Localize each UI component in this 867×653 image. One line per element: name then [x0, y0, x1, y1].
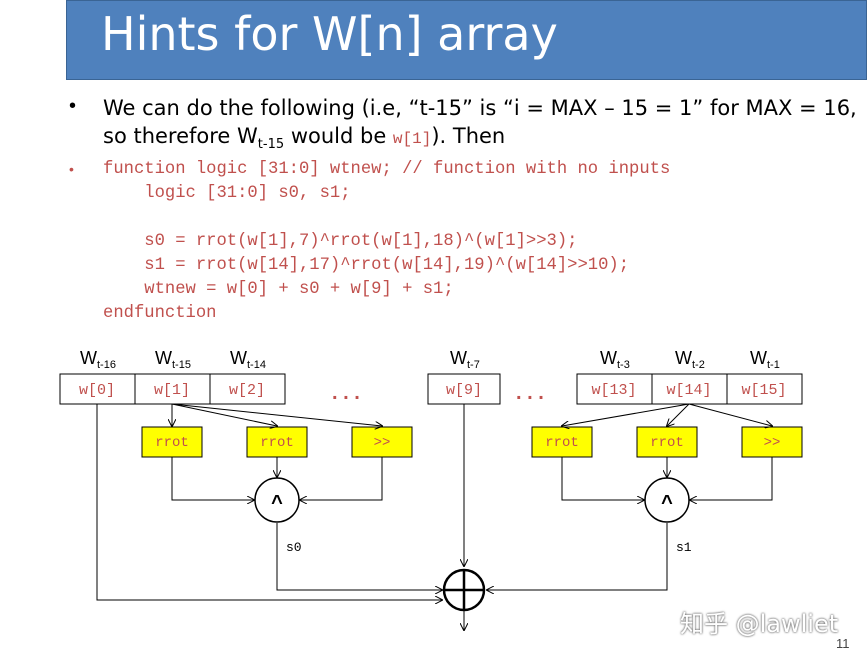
- cell-text-w15: w[15]: [741, 382, 786, 399]
- op-text: rrot: [260, 435, 294, 451]
- xor-circle-left: [254, 477, 300, 523]
- cell-w15: [726, 373, 803, 405]
- code-line: s1 = rrot(w[14],17)^rrot(w[14],19)^(w[14…: [103, 256, 630, 275]
- op-box-rrot-right-2: [636, 426, 698, 458]
- op-text: >>: [764, 435, 781, 451]
- slide-title: Hints for W[n] array: [101, 7, 558, 61]
- code-line: s0 = rrot(w[1],7)^rrot(w[1],18)^(w[1]>>3…: [103, 232, 578, 251]
- op-text: rrot: [545, 435, 579, 451]
- bullet-line2-post: ). Then: [431, 124, 506, 148]
- cell-w1: [134, 373, 211, 405]
- bullet-dot: •: [69, 95, 77, 117]
- cell-w9: [427, 373, 501, 405]
- cell-text-w13: w[13]: [591, 382, 636, 399]
- op-text: rrot: [155, 435, 189, 451]
- op-text: rrot: [650, 435, 684, 451]
- w-label-t2: Wt-2: [675, 348, 705, 371]
- code-line: logic [31:0] s0, s1;: [103, 184, 351, 203]
- code-block: function logic [31:0] wtnew; // function…: [103, 158, 670, 326]
- s0-label: s0: [286, 540, 302, 555]
- bullet-line2-pre: so therefore W: [103, 124, 258, 148]
- code-line: function logic [31:0] wtnew; // function…: [103, 160, 671, 179]
- cell-w13: [576, 373, 653, 405]
- w-label-t15: Wt-15: [155, 348, 191, 371]
- w-label-t7: Wt-7: [450, 348, 480, 371]
- title-bar: Hints for W[n] array: [66, 0, 867, 80]
- op-box-rrot-left-1: [141, 426, 203, 458]
- code-line: endfunction: [103, 304, 217, 323]
- watermark: 知乎 @lawliet: [680, 610, 839, 638]
- cell-text-w9: w[9]: [446, 382, 482, 399]
- bullet-line2-sub: t-15: [257, 137, 285, 153]
- ellipsis-left: . . .: [332, 382, 360, 404]
- cell-w2: [209, 373, 286, 405]
- bullet-text-line2: so therefore Wt-15 would be w[1]). Then: [103, 124, 505, 152]
- adder-icon: [442, 568, 486, 612]
- bullet-line2-code: w[1]: [392, 130, 432, 148]
- bullet-text-line1: We can do the following (i.e, “t-15” is …: [103, 96, 857, 120]
- cell-text-w14: w[14]: [666, 382, 711, 399]
- cell-text-w2: w[2]: [229, 382, 265, 399]
- code-bullet-dot: •: [69, 161, 74, 177]
- code-line: wtnew = w[0] + s0 + w[9] + s1;: [103, 280, 454, 299]
- w-label-t14: Wt-14: [230, 348, 266, 371]
- page-number: 11: [836, 636, 850, 651]
- xor-symbol-right: ^: [661, 492, 673, 514]
- s1-label: s1: [676, 540, 692, 555]
- cell-text-w0: w[0]: [79, 382, 115, 399]
- w-label-t16: Wt-16: [80, 348, 116, 371]
- op-box-shift-left: [351, 426, 413, 458]
- xor-symbol-left: ^: [271, 492, 283, 514]
- cell-w0: [59, 373, 136, 405]
- cell-text-w1: w[1]: [154, 382, 190, 399]
- xor-circle-right: [644, 477, 690, 523]
- w-label-t3: Wt-3: [600, 348, 630, 371]
- ellipsis-right: . . .: [516, 382, 544, 404]
- bullet-line2-mid: would be: [284, 124, 393, 148]
- op-text: >>: [374, 435, 391, 451]
- w-label-t1: Wt-1: [750, 348, 780, 371]
